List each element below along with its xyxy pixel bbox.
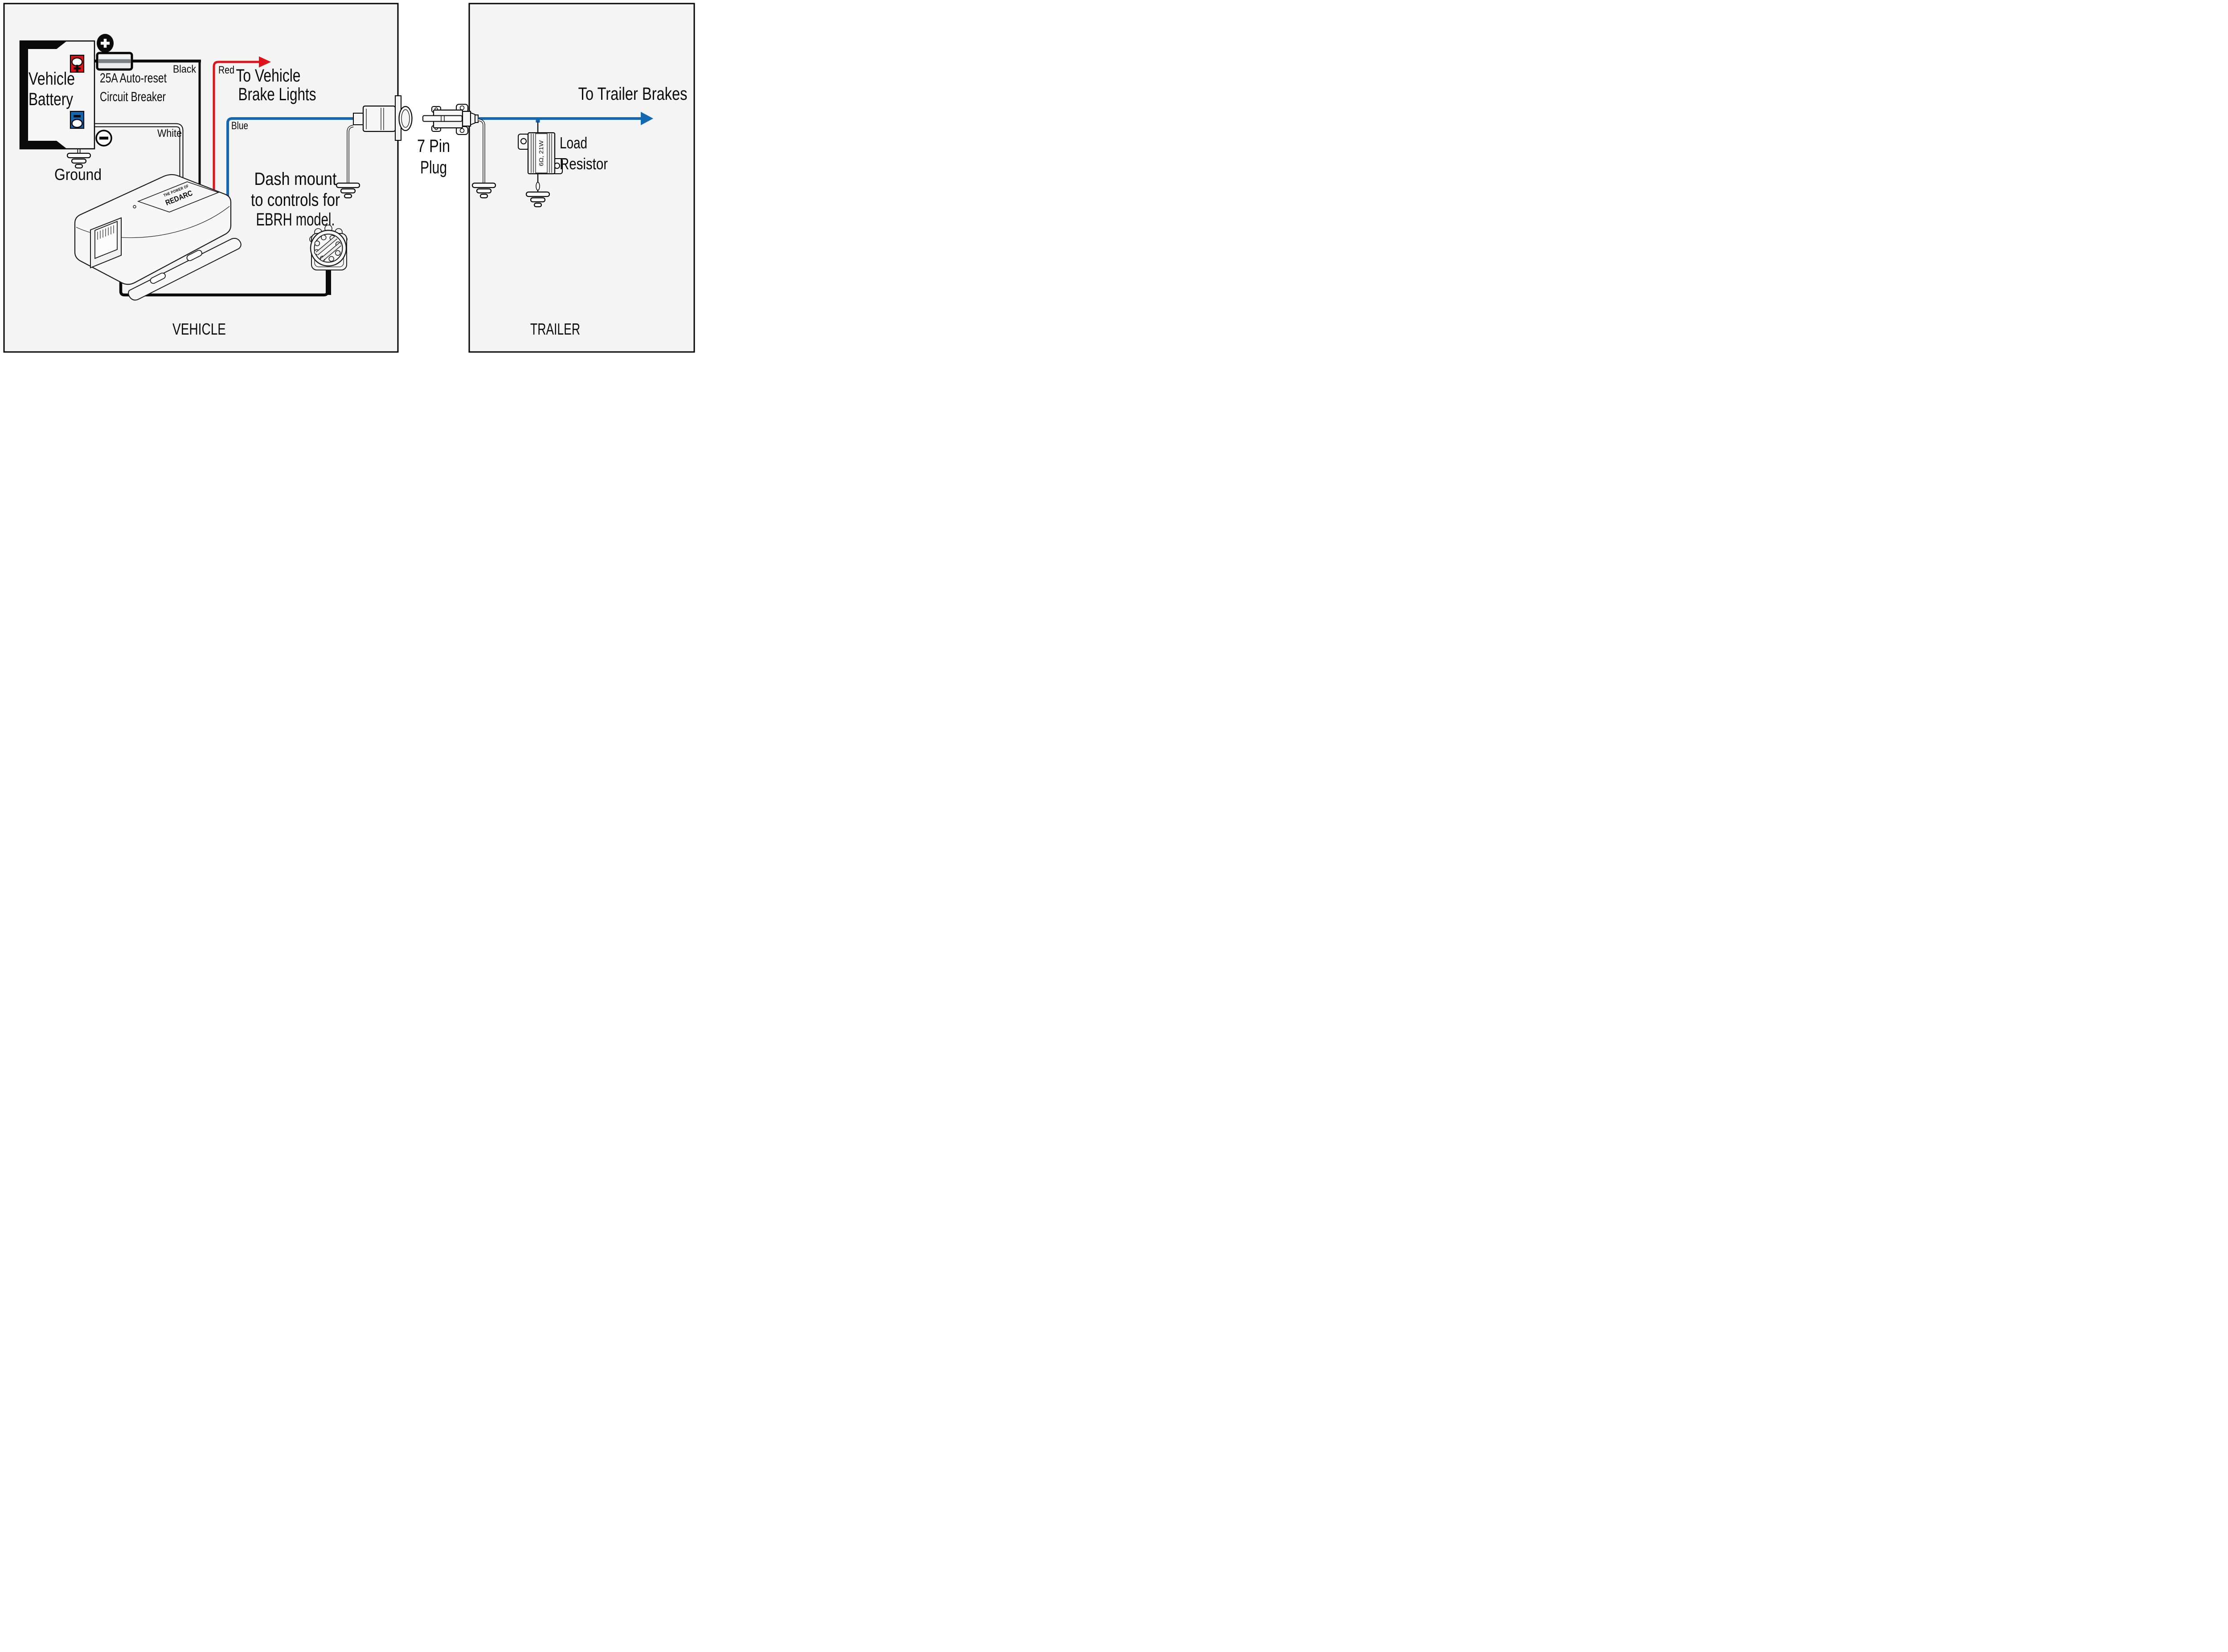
breaker-label-line2: Circuit Breaker	[100, 90, 166, 104]
trailer-panel	[468, 3, 695, 353]
dash-control-knob	[309, 225, 348, 295]
mounting-flange	[128, 238, 242, 301]
load-resistor-label-line2: Resistor	[560, 155, 608, 173]
dash-note-line3: EBRH model.	[256, 210, 335, 229]
wire-junction-dot	[536, 119, 540, 123]
red-wire	[213, 56, 271, 205]
knob-stem	[326, 269, 331, 295]
battery-label-line2: Battery	[29, 90, 73, 109]
breaker-label-line1: 25A Auto-reset	[100, 71, 167, 86]
labels: Vehicle Battery 25A Auto-reset Circuit B…	[29, 63, 688, 338]
brake-controller: THE POWER OF REDARC	[74, 174, 242, 301]
positive-badge	[97, 34, 114, 53]
battery-negative-terminal	[70, 110, 85, 129]
blue-arrow-right-icon	[641, 112, 653, 125]
rj45-port	[90, 217, 122, 269]
load-resistor: 6Ω, 21W	[518, 119, 563, 208]
flange-slot	[186, 249, 202, 262]
brake-lights-label-line1: To Vehicle	[236, 66, 301, 86]
seven-pin-plug	[422, 104, 479, 135]
negative-badge	[95, 130, 112, 147]
plug-label-line1: 7 Pin	[417, 136, 450, 156]
ground-icon	[471, 182, 496, 199]
knob-dial-face	[314, 233, 343, 263]
dash-note-line1: Dash mount	[254, 169, 337, 189]
wiring-diagram: THE POWER OF REDARC	[0, 0, 699, 355]
battery-label-line1: Vehicle	[29, 69, 75, 89]
knob-slots	[315, 235, 341, 261]
battery-positive-terminal	[70, 54, 85, 73]
ground-icon	[336, 182, 360, 199]
seven-pin-socket	[336, 95, 413, 199]
vehicle-section-label: VEHICLE	[172, 320, 226, 338]
resistor-rating: 6Ω, 21W	[538, 140, 545, 166]
red-arrow-right-icon	[259, 56, 271, 68]
dash-note-line2: to controls for	[251, 190, 340, 210]
plug-nose	[462, 110, 471, 127]
minus-icon	[99, 136, 108, 140]
controller-led	[133, 205, 136, 209]
white-wire-label: White	[157, 127, 182, 139]
white-wire	[79, 123, 184, 205]
knob-grip-dots	[314, 234, 341, 262]
load-resistor-label-line1: Load	[560, 134, 587, 152]
trailer-section-label: TRAILER	[530, 320, 580, 338]
red-wire-label: Red	[218, 64, 234, 76]
black-wire-label: Black	[173, 63, 197, 75]
ground-icon	[66, 152, 91, 169]
blue-wire-label: Blue	[231, 120, 248, 132]
minus-icon	[74, 115, 81, 118]
ground-label: Ground	[54, 165, 102, 184]
vehicle-battery	[19, 34, 114, 150]
plug-pins	[422, 115, 463, 122]
plus-icon	[101, 39, 110, 48]
plug-label-line2: Plug	[420, 158, 447, 177]
plug-ground	[471, 119, 496, 199]
circuit-breaker	[96, 52, 133, 71]
blue-wire-trailer	[478, 112, 653, 125]
rj45-pins	[97, 225, 114, 240]
brake-lights-label-line2: Brake Lights	[238, 85, 316, 104]
trailer-brakes-label: To Trailer Brakes	[578, 84, 688, 104]
plus-icon	[74, 65, 81, 72]
battery-bracket	[20, 41, 67, 149]
flange-slot	[150, 272, 166, 284]
ground-icon	[525, 191, 550, 208]
brand-plate	[137, 181, 220, 213]
blue-wire-vehicle	[226, 117, 356, 205]
